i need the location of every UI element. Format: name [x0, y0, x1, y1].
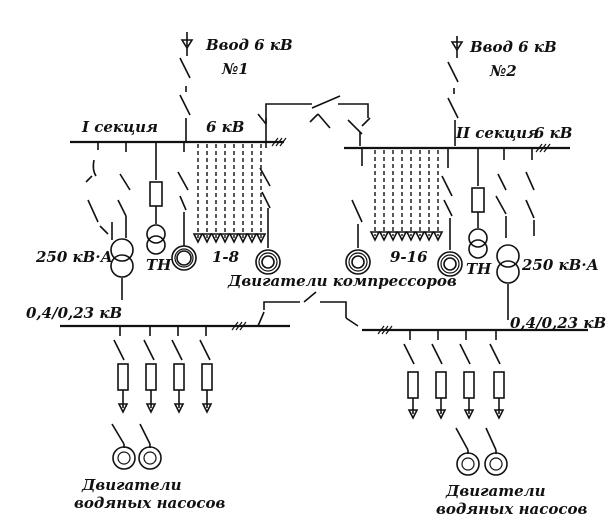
- lv-bus-left-break: [231, 321, 247, 331]
- feeders-right-label: 9-16: [390, 248, 428, 266]
- pumps-right-subtitle: водяных насосов: [436, 500, 588, 518]
- input-2-number: №2: [489, 62, 517, 80]
- input-1-feeder: [179, 32, 194, 142]
- left-branch-2: [117, 142, 131, 238]
- input-2-feeder: [447, 36, 464, 146]
- input-1-number: №1: [221, 60, 249, 78]
- left-feeders-1-8: [192, 144, 267, 244]
- lv-right-label: 0,4/0,23 кВ: [510, 314, 606, 332]
- right-pump-motors: [455, 427, 508, 476]
- lv-tie-switch: [257, 291, 359, 327]
- section-2-voltage: 6 кВ: [534, 124, 573, 142]
- lv-right-outgoing: [403, 330, 505, 420]
- section-1-voltage: 6 кВ: [206, 118, 245, 136]
- section-1-label: I секция: [81, 118, 158, 136]
- vt-left-label: ТН: [146, 256, 172, 274]
- left-compressor-motor: [171, 142, 197, 271]
- right-feeders-9-16: [369, 150, 444, 242]
- lv-left-outgoing: [113, 326, 213, 414]
- left-compressor-motor-2: [255, 142, 281, 275]
- bus-1-break-mark: [271, 137, 287, 147]
- transformer-right-label: 250 кВ·А: [521, 256, 599, 274]
- right-branch-2: [495, 148, 507, 238]
- input-1-title: Ввод 6 кВ: [205, 36, 293, 54]
- section-2-label: II секция: [455, 124, 539, 142]
- transformer-left-label: 250 кВ·А: [35, 248, 113, 266]
- input-2-title: Ввод 6 кВ: [469, 38, 557, 56]
- lv-left-label: 0,4/0,23 кВ: [26, 304, 122, 322]
- right-compressor-motor-2: [437, 148, 463, 277]
- lv-bus-right-break: [377, 325, 393, 335]
- right-transformer-branch: [496, 148, 535, 320]
- left-pump-motors: [111, 423, 162, 470]
- vt-right-label: ТН: [466, 260, 492, 278]
- compressor-motors-label: Двигатели компрессоров: [227, 272, 457, 290]
- left-transformer-branch: [85, 142, 134, 300]
- pumps-right-title: Двигатели: [445, 482, 546, 500]
- pumps-left-title: Двигатели: [81, 476, 182, 494]
- bus-2-break-mark: [535, 143, 551, 153]
- pumps-left-subtitle: водяных насосов: [74, 494, 226, 512]
- right-vt-branch: [468, 148, 488, 259]
- section-tie-switch: [257, 95, 371, 146]
- right-compressor-motor: [345, 148, 371, 275]
- left-vt-branch: [146, 142, 166, 255]
- feeders-left-label: 1-8: [212, 248, 240, 266]
